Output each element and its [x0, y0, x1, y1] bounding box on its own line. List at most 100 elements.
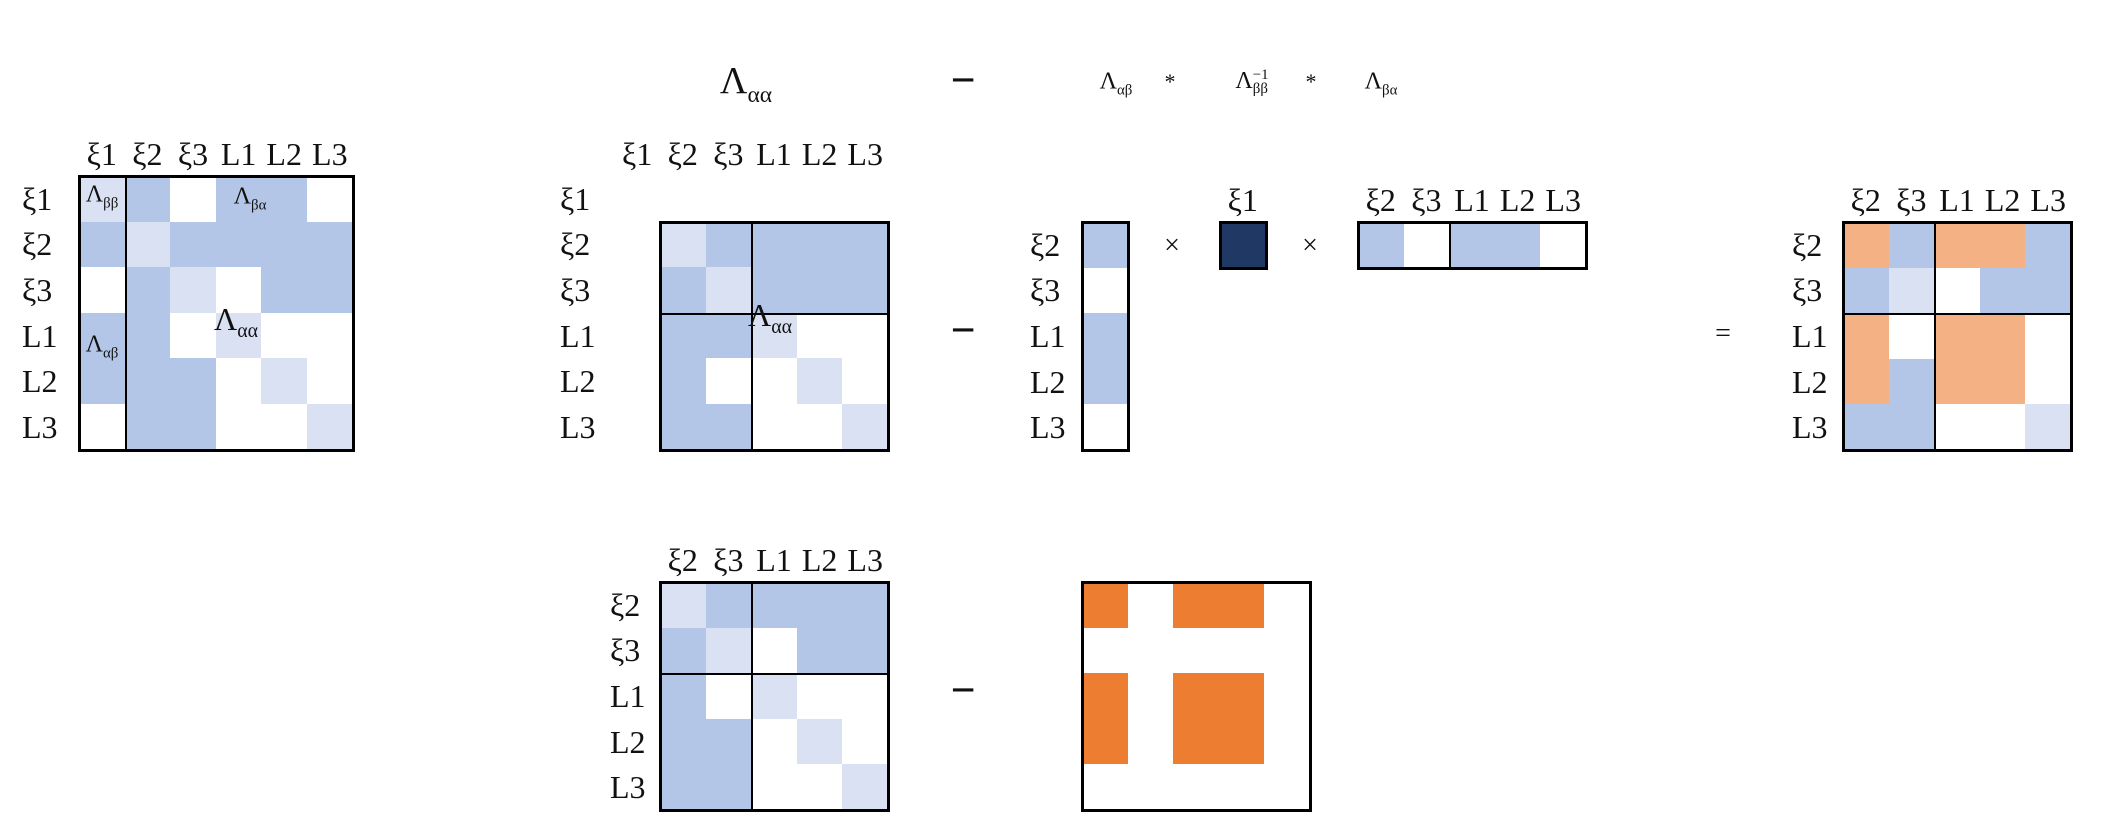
result-cell-4-2 [1934, 404, 1980, 450]
header-lambda-ba-base: Λ [1364, 68, 1383, 95]
full-cell-0-2 [170, 176, 216, 222]
header-star-2: * [1305, 69, 1317, 94]
col_vec-row-label: ξ2 [1030, 226, 1061, 263]
bottom_left-col-label: L2 [801, 542, 838, 578]
bottom_left-cell-4-0 [660, 764, 706, 810]
col_vec-row-label: L3 [1030, 409, 1066, 446]
header-star-1: * [1164, 69, 1176, 94]
result-divider-h-0 [1843, 313, 2071, 316]
full-cell-3-1 [124, 312, 171, 359]
orange_mask-cell-1-4 [1264, 627, 1310, 674]
orange_mask-cell-0-1 [1127, 582, 1174, 628]
col_vec-cell-2-0 [1082, 313, 1128, 359]
alpha-cell-0-0 [660, 221, 706, 268]
alpha-cell-3-1 [705, 358, 752, 404]
full-cell-5-2 [170, 404, 216, 450]
inlay-alpha-lambda-aa-sub: αα [771, 316, 792, 339]
alpha-row-label: L3 [560, 408, 596, 445]
row_vec-cell-0-4 [1540, 222, 1586, 268]
result-row-label: ξ3 [1792, 272, 1823, 309]
full-cell-2-3 [215, 267, 262, 313]
orange_mask-cell-0-0 [1082, 582, 1128, 628]
alpha-cell-0-2 [751, 221, 797, 268]
col_vec-row-label: ξ3 [1030, 272, 1061, 309]
alpha-col-label: L1 [756, 136, 792, 172]
result-row-label: L3 [1792, 409, 1828, 446]
inlay-lambda-ba-sub: βα [251, 197, 267, 214]
bottom_left-col-label: L3 [847, 542, 883, 578]
full-col-label: L1 [220, 136, 257, 172]
result-cell-1-0 [1843, 267, 1889, 314]
bottom_left-col-label: ξ2 [667, 542, 698, 578]
header-lambda-aa: Λαα [720, 59, 772, 109]
bottom_left-cell-2-0 [660, 673, 706, 719]
bottom_left-cell-1-4 [842, 627, 888, 674]
header-lambda-ab-sub: αβ [1117, 82, 1133, 99]
header-lambda-ba: Λβα [1365, 69, 1398, 100]
full-cell-2-4 [261, 267, 307, 313]
row_vec-cell-0-0 [1358, 222, 1404, 268]
alpha-cell-4-4 [842, 404, 888, 450]
full-row-label: L1 [22, 317, 58, 354]
alpha-divider-h-0 [660, 312, 888, 315]
orange_mask-cell-0-4 [1264, 582, 1310, 628]
bottom_left-cell-1-0 [660, 627, 706, 674]
orange_mask-cell-4-2 [1173, 764, 1219, 810]
result-col-label: ξ2 [1850, 182, 1881, 218]
full-cell-0-0 [79, 176, 125, 222]
times-2: × [1302, 230, 1318, 261]
full-cell-0-1 [124, 176, 171, 222]
result-row-label: L2 [1792, 363, 1828, 400]
full-cell-4-5 [307, 358, 353, 404]
inlay-alpha-lambda-aa: Λαα [748, 297, 792, 339]
alpha-col-label: ξ3 [713, 136, 744, 172]
bottom_left-cell-2-2 [751, 673, 797, 719]
result-cell-1-2 [1934, 267, 1980, 314]
times-1: × [1164, 230, 1180, 261]
orange_mask-cell-0-2 [1173, 582, 1219, 628]
col_vec-cell-1-0 [1082, 267, 1128, 314]
header-lambda-ba-sub: βα [1382, 82, 1398, 99]
full-cell-1-0 [79, 221, 125, 268]
orange_mask-cell-1-0 [1082, 627, 1128, 674]
full-cell-1-1 [124, 221, 171, 268]
result-cell-0-3 [1979, 222, 2026, 268]
row_vec-col-label: L1 [1454, 182, 1490, 218]
result-row-label: L1 [1792, 318, 1828, 354]
orange_mask-cell-3-1 [1127, 718, 1174, 765]
full-row-label: L2 [22, 363, 58, 400]
orange_mask-cell-1-2 [1173, 627, 1219, 674]
result-col-label: L1 [1939, 182, 1975, 218]
full-cell-4-4 [261, 358, 307, 404]
bottom_left-cell-2-1 [705, 673, 752, 719]
header-lambda-bb-inv-base: Λ [1235, 67, 1253, 94]
bottom_left-cell-1-1 [705, 627, 752, 674]
alpha-col-label: L3 [847, 136, 883, 172]
alpha-cell-4-3 [796, 404, 843, 450]
full-col-label: ξ3 [177, 136, 209, 172]
alpha-row-label: ξ3 [560, 272, 591, 308]
result-cell-4-1 [1888, 404, 1935, 450]
col_vec-row-label: L2 [1030, 363, 1066, 400]
full-cell-1-3 [215, 221, 262, 268]
alpha-row-label: ξ2 [560, 226, 591, 263]
alpha-cell-1-3 [796, 267, 843, 313]
bottom_left-row-label: L2 [610, 723, 646, 760]
bottom_left-cell-0-2 [751, 582, 797, 628]
scalar-cell-0-0 [1220, 222, 1266, 268]
result-cell-4-0 [1843, 404, 1889, 450]
full-cell-5-3 [215, 404, 262, 450]
result-cell-4-3 [1979, 404, 2026, 450]
bottom_left-row-label: L1 [610, 678, 646, 714]
alpha-col-label: ξ1 [622, 136, 653, 172]
bottom_left-cell-4-1 [705, 764, 752, 810]
alpha-row-label: ξ1 [560, 180, 591, 217]
full-col-label: ξ1 [86, 136, 117, 172]
inlay-lambda-bb: Λββ [86, 182, 119, 213]
equals: = [1715, 318, 1731, 349]
full-cell-5-5 [307, 404, 353, 450]
header-lambda-bb-inv-sub: ββ [1252, 81, 1268, 98]
full-cell-5-4 [261, 404, 307, 450]
